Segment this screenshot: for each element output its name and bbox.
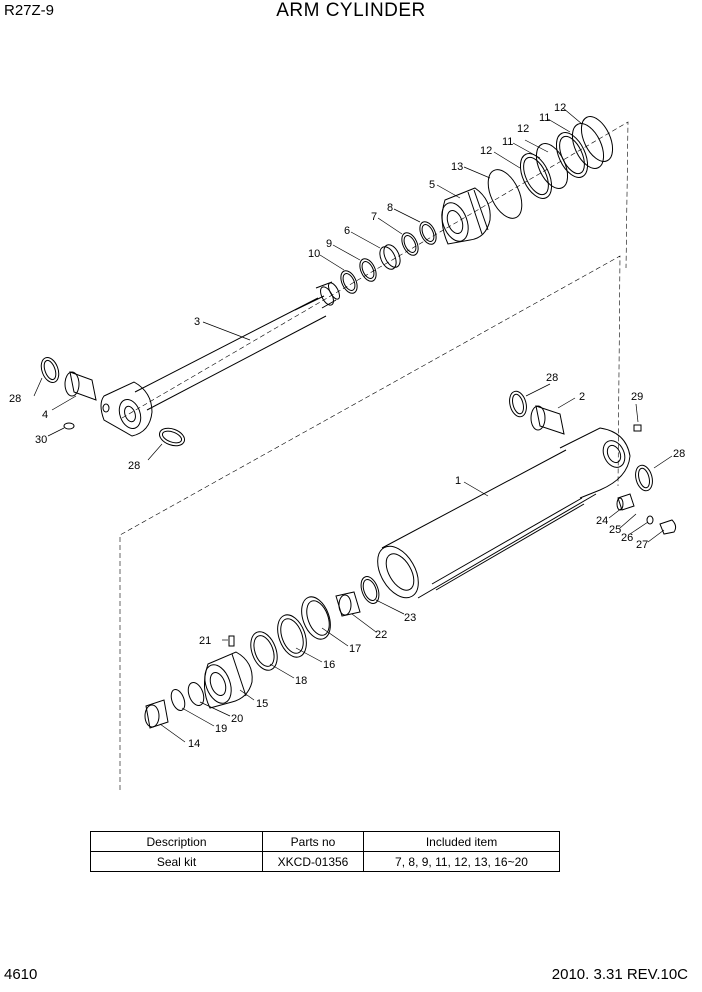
callout-11a: 11 [502, 136, 513, 148]
callout-18: 18 [295, 675, 307, 687]
part-15-rod-cover [204, 635, 253, 709]
cell-included-item: 7, 8, 9, 11, 12, 13, 16~20 [363, 851, 560, 872]
part-2-bushing [530, 405, 565, 435]
callout-30: 30 [35, 434, 47, 446]
lower-seals [250, 576, 380, 671]
upper-frame [121, 121, 629, 419]
revision-date: 2010. 3.31 REV.10C [551, 966, 688, 983]
callout-5: 5 [429, 179, 435, 191]
callout-28c: 28 [546, 372, 558, 384]
callout-10: 10 [308, 248, 320, 260]
model-code: R27Z-9 [4, 2, 55, 19]
callout-12c: 12 [554, 102, 566, 114]
callout-27: 27 [636, 539, 648, 551]
callout-20: 20 [231, 713, 243, 725]
column-header-description: Description [90, 831, 263, 852]
page-number: 4610 [4, 966, 38, 983]
callout-22: 22 [375, 629, 387, 641]
callout-12b: 12 [517, 123, 529, 135]
page-title: ARM CYLINDER [276, 0, 426, 21]
callout-21: 21 [199, 635, 211, 647]
callout-13: 13 [451, 161, 463, 173]
callout-25: 25 [609, 524, 621, 536]
part-29-nipple [633, 424, 642, 432]
part-28-ring-lower-right [635, 464, 653, 492]
callout-15: 15 [256, 698, 268, 710]
callout-19: 19 [215, 723, 227, 735]
part-24-25-check-valve [616, 493, 677, 535]
callout-17: 17 [349, 643, 361, 655]
callout-28b: 28 [128, 460, 140, 472]
part-28-ring-upper-left [40, 356, 60, 384]
callout-24: 24 [596, 515, 608, 527]
callout-9: 9 [326, 238, 332, 250]
part-1-tube [377, 427, 631, 599]
cell-parts-no: XKCD-01356 [262, 851, 364, 872]
callout-11b: 11 [539, 112, 550, 124]
seal-kit-table: Description Parts no Included item Seal … [90, 831, 560, 872]
callout-4: 4 [42, 409, 48, 421]
part-5-piston [441, 187, 491, 245]
callout-7: 7 [371, 211, 377, 223]
seal-rings-piston [487, 116, 614, 219]
callout-2: 2 [579, 391, 585, 403]
part-4-bushing [64, 371, 97, 401]
callout-23: 23 [404, 612, 416, 624]
callout-14: 14 [188, 738, 200, 750]
part-3-rod-eye [100, 381, 153, 437]
seal-rings-upper [340, 221, 437, 294]
table-header-row: Description Parts no Included item [90, 831, 560, 852]
part-3-rod [134, 281, 341, 411]
part-14-bushing [144, 699, 169, 729]
callout-16: 16 [323, 659, 335, 671]
column-header-parts-no: Parts no [262, 831, 364, 852]
part-28-ring-upper-right [158, 427, 186, 447]
callout-28a: 28 [9, 393, 21, 405]
callout-6: 6 [344, 225, 350, 237]
table-row: Seal kit XKCD-01356 7, 8, 9, 11, 12, 13,… [90, 851, 560, 872]
callout-12a: 12 [480, 145, 492, 157]
cell-description: Seal kit [90, 851, 263, 872]
callout-1: 1 [455, 475, 461, 487]
callout-8: 8 [387, 202, 393, 214]
column-header-included-item: Included item [363, 831, 560, 852]
part-30-nipple [63, 422, 75, 430]
lower-frame [119, 255, 621, 790]
callout-28d: 28 [673, 448, 685, 460]
callout-26: 26 [621, 532, 633, 544]
part-28-ring-lower-left [509, 390, 527, 418]
callout-3: 3 [194, 316, 200, 328]
callout-29: 29 [631, 391, 643, 403]
